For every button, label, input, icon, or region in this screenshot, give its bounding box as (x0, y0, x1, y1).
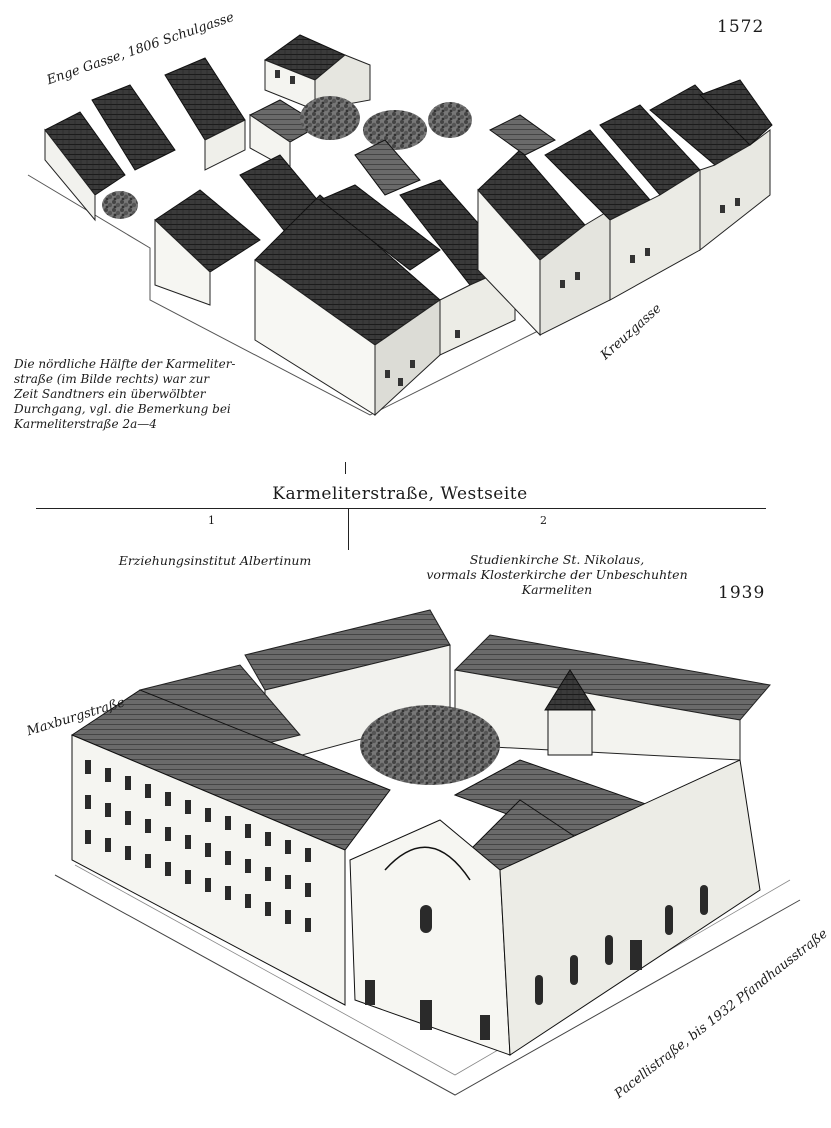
institution-st-nikolaus: Studienkirche St. Nikolaus, vormals Klos… (392, 552, 722, 597)
year-1572: 1572 (717, 17, 765, 37)
note-line: Durchgang, vgl. die Bemerkung bei (14, 402, 231, 416)
church-windows (365, 885, 708, 1040)
courtyard-tree (360, 705, 500, 785)
street-edge-front (54, 874, 801, 1096)
rear-wing-wall (264, 644, 451, 766)
right-wing-roof (453, 634, 771, 721)
note-line: Zeit Sandtners ein überwölbter (14, 387, 206, 401)
note-line: straße (im Bilde rechts) war zur (14, 372, 210, 386)
title-tick (345, 462, 346, 474)
albertinum-roof (70, 689, 391, 851)
note-line: Die nördliche Hälfte der Karmeliter- (14, 357, 236, 371)
church-gable (384, 846, 471, 881)
column-number-2: 2 (540, 514, 547, 527)
church-tower-roof (544, 669, 596, 711)
church-roof-main (453, 759, 722, 871)
institution-line: vormals Klosterkirche der Unbeschuhten K… (426, 567, 688, 597)
albertinum-facade (71, 734, 346, 1006)
column-number-1: 1 (208, 514, 215, 527)
note-karmeliterstrasse: Die nördliche Hälfte der Karmeliter- str… (14, 357, 244, 432)
street-label-pacellistrasse: Pacellistraße, bis 1932 Pfandhausstraße (612, 926, 831, 1102)
rear-wing-roof (244, 609, 451, 691)
church-facade (349, 819, 511, 1056)
street-label-maxburgstrasse: Maxburgstraße (25, 695, 127, 740)
divider-line (36, 508, 766, 509)
church-tower (547, 709, 593, 756)
courtyard-trees (102, 96, 472, 219)
window-marks (275, 70, 740, 386)
right-wing-wall (454, 669, 741, 761)
page-title: Karmeliterstraße, Westseite (272, 484, 528, 504)
institution-line: Erziehungsinstitut Albertinum (118, 553, 312, 568)
church-roof-side (469, 799, 611, 921)
albertinum-windows (85, 760, 311, 932)
institution-line: Studienkirche St. Nikolaus, (469, 552, 645, 567)
year-1939: 1939 (718, 583, 766, 603)
institution-albertinum: Erziehungsinstitut Albertinum (90, 553, 340, 568)
column-divider (348, 508, 349, 550)
note-line: Karmeliterstraße 2a—4 (14, 417, 157, 431)
illustration-1572 (27, 34, 773, 417)
left-rear-roof (139, 664, 301, 761)
houses-right-row (477, 79, 773, 337)
